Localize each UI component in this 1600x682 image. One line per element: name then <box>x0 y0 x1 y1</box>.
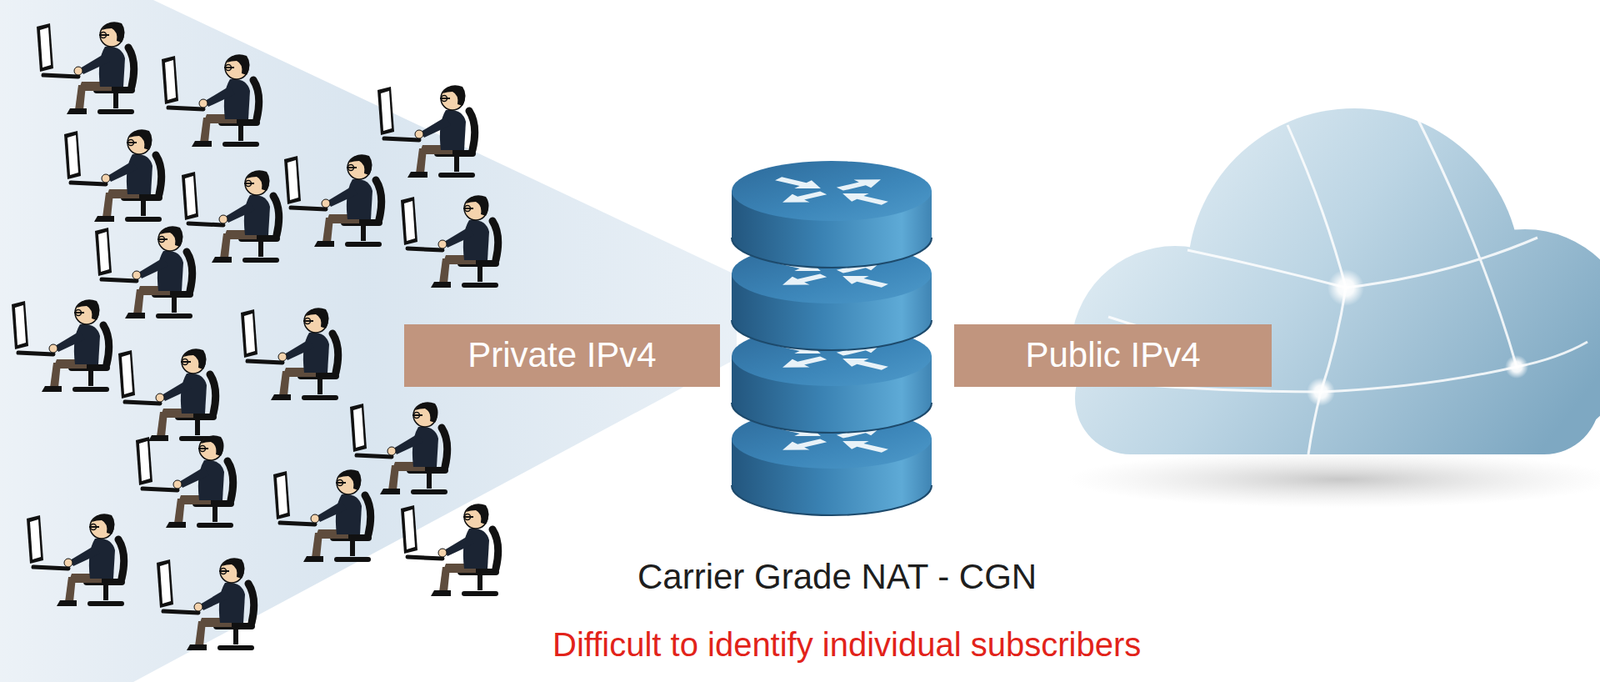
device-caption: Carrier Grade NAT - CGN <box>637 556 1037 597</box>
subscriber-figure <box>11 299 110 392</box>
private-address-box: Private IPv4 <box>404 324 720 387</box>
subscriber-figure <box>350 401 449 495</box>
subscriber-figure <box>64 129 163 222</box>
address-label-text: Public IPv4 <box>1025 335 1200 375</box>
cloud-shadow <box>1066 450 1600 508</box>
subscriber-figure <box>135 435 235 528</box>
subscriber-figure <box>161 54 260 147</box>
subscriber-figure <box>240 307 340 400</box>
top-shadow <box>266 0 1467 17</box>
traffic-funnel <box>0 0 737 682</box>
subscriber-figure <box>118 348 217 441</box>
address-label-text: Private IPv4 <box>467 335 656 375</box>
cgn-router-stack <box>731 160 932 515</box>
subscriber-figure <box>26 513 125 606</box>
public-address-box: Public IPv4 <box>954 324 1272 387</box>
subscriber-figure <box>400 195 500 288</box>
subscriber-figure <box>273 469 372 562</box>
cloud-internet <box>1066 108 1600 508</box>
subscriber-figure <box>36 21 135 115</box>
subscriber-figure <box>95 225 194 319</box>
subscriber-figure <box>284 154 383 247</box>
subscriber-figure <box>181 170 280 263</box>
subscriber-figure <box>377 85 476 178</box>
subscriber-figure <box>156 557 255 650</box>
subscriber-figure <box>400 503 500 596</box>
network-lines <box>1083 116 1588 455</box>
warning-note: Difficult to identify individual subscri… <box>552 625 1141 664</box>
